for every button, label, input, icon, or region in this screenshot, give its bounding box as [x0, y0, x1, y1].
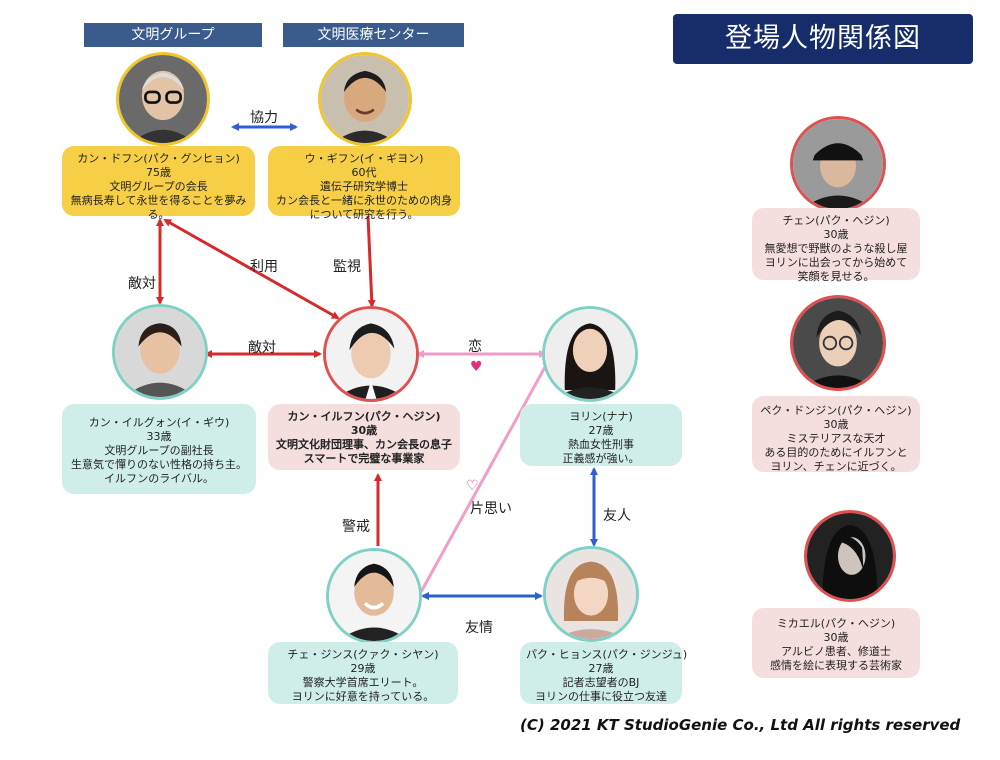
desc-line: 文明グループの副社長	[104, 444, 214, 457]
age: 33歳	[146, 430, 172, 443]
name: ペク・ドンジン(パク・ヘジン)	[760, 404, 912, 417]
avatar-baek-dongjin	[790, 295, 886, 391]
group-label-bunmei-group: 文明グループ	[84, 23, 262, 47]
heart-outline-icon: ♡	[466, 478, 479, 494]
label-watch: 監視	[333, 259, 361, 275]
desc-line: ミステリアスな天才	[786, 432, 886, 445]
card-kang-ilgwon: カン・イルグォン(イ・ギウ) 33歳 文明グループの副社長 生意気で憚りのない性…	[62, 404, 256, 494]
desc-line: 遺伝子研究学博士	[320, 180, 408, 193]
desc-line: スマートで完璧な事業家	[303, 452, 425, 465]
card-yerin: ヨリン(ナナ) 27歳 熱血女性刑事 正義感が強い。	[520, 404, 682, 466]
avatar-kang-ilhun	[323, 306, 419, 402]
label-caution: 警戒	[342, 519, 370, 535]
avatar-chen	[790, 116, 886, 212]
age: 30歳	[350, 424, 378, 437]
label-hostile-horizontal: 敵対	[248, 340, 276, 356]
name: チェ・ジンス(クァク・シヤン)	[287, 648, 439, 661]
card-baek-dongjin: ペク・ドンジン(パク・ヘジン) 30歳 ミステリアスな天才 ある目的のためにイル…	[752, 396, 920, 473]
age: 30歳	[823, 418, 849, 431]
name: カン・ドフン(パク・グンヒョン)	[77, 152, 240, 165]
card-kang-dohun: カン・ドフン(パク・グンヒョン) 75歳 文明グループの会長 無病長寿して永世を…	[62, 146, 255, 221]
desc-line: 笑顔を見せる。	[797, 270, 875, 283]
desc-line: 感情を絵に表現する芸術家	[770, 659, 902, 672]
name: チェン(パク・ヘジン)	[782, 214, 890, 227]
card-kang-ilhun: カン・イルフン(パク・ヘジン) 30歳 文明文化財団理事、カン会長の息子 スマー…	[268, 404, 460, 470]
name: ミカエル(パク・ヘジン)	[776, 617, 896, 630]
avatar-choi-jinsu	[326, 548, 422, 644]
age: 75歳	[146, 166, 171, 179]
copyright-notice: (C) 2021 KT StudioGenie Co., Ltd All rig…	[520, 716, 961, 734]
label-friendship: 友情	[465, 620, 493, 636]
desc-line: カン会長と一緒に永世のための肉身	[276, 194, 452, 207]
name: ウ・ギフン(イ・ギヨン)	[304, 152, 424, 165]
age: 29歳	[350, 662, 376, 675]
desc-line: について研究を行う。	[309, 208, 419, 221]
age: 60代	[351, 166, 377, 179]
desc-line: 記者志望者のBJ	[562, 676, 640, 689]
arrow-watch	[366, 215, 376, 308]
group-label-bunmei-medical: 文明医療センター	[283, 23, 464, 47]
page-title: 登場人物関係図	[673, 14, 973, 64]
desc-line: ヨリン、チェンに近づく。	[770, 460, 902, 473]
desc-line: 警察大学首席エリート。	[302, 676, 424, 689]
name: カン・イルグォン(イ・ギウ)	[88, 416, 230, 429]
desc-line: 無愛想で野獣のような殺し屋	[764, 242, 908, 255]
card-woo-gihun: ウ・ギフン(イ・ギヨン) 60代 遺伝子研究学博士 カン会長と一緒に永世のための…	[268, 146, 460, 221]
age: 30歳	[823, 631, 849, 644]
label-hostile-vertical: 敵対	[128, 276, 156, 292]
card-chen: チェン(パク・ヘジン) 30歳 無愛想で野獣のような殺し屋 ヨリンに出会ってから…	[752, 208, 920, 283]
desc-line: ヨリンの仕事に役立つ友達	[535, 690, 667, 703]
label-one-sided: 片思い	[470, 501, 512, 517]
desc-line: アルビノ患者、修道士	[781, 645, 891, 658]
label-cooperation: 協力	[250, 110, 278, 126]
arrow-one-sided	[419, 356, 552, 593]
desc-line: イルフンのライバル。	[104, 472, 214, 485]
desc-line: 正義感が強い。	[562, 452, 640, 465]
avatar-michael	[804, 510, 896, 602]
label-friend: 友人	[603, 508, 631, 524]
desc-line: 文明グループの会長	[109, 180, 208, 193]
age: 27歳	[588, 424, 614, 437]
desc-line: る。	[147, 208, 170, 221]
desc-line: ヨリンに好意を持っている。	[291, 690, 435, 703]
heart-icon: ♥	[470, 359, 483, 375]
desc-line: 生意気で憚りのない性格の持ち主。	[71, 458, 247, 471]
desc-line: 熱血女性刑事	[568, 438, 634, 451]
age: 30歳	[823, 228, 849, 241]
name: パク・ヒョンス(パク・ジンジュ)	[526, 648, 688, 661]
avatar-kang-dohun	[116, 52, 210, 146]
desc-line: ある目的のためにイルフンと	[764, 446, 908, 459]
name: カン・イルフン(パク・ヘジン)	[287, 410, 441, 423]
avatar-park-hyonsu	[543, 546, 639, 642]
desc-line: ヨリンに出会ってから始めて	[764, 256, 908, 269]
arrow-use	[163, 218, 340, 320]
avatar-woo-gihun	[318, 52, 412, 146]
card-park-hyonsu: パク・ヒョンス(パク・ジンジュ) 27歳 記者志望者のBJ ヨリンの仕事に役立つ…	[520, 642, 688, 704]
avatar-yerin	[542, 306, 638, 402]
desc-line: 無病長寿して永世を得ることを夢み	[70, 194, 247, 207]
label-love: 恋	[468, 339, 482, 355]
desc-line: 文明文化財団理事、カン会長の息子	[276, 438, 452, 451]
card-michael: ミカエル(パク・ヘジン) 30歳 アルビノ患者、修道士 感情を絵に表現する芸術家	[752, 608, 920, 678]
avatar-kang-ilgwon	[112, 304, 208, 400]
card-choi-jinsu: チェ・ジンス(クァク・シヤン) 29歳 警察大学首席エリート。 ヨリンに好意を持…	[268, 642, 458, 704]
name: ヨリン(ナナ)	[569, 410, 633, 423]
age: 27歳	[588, 662, 614, 675]
label-use: 利用	[250, 259, 278, 275]
